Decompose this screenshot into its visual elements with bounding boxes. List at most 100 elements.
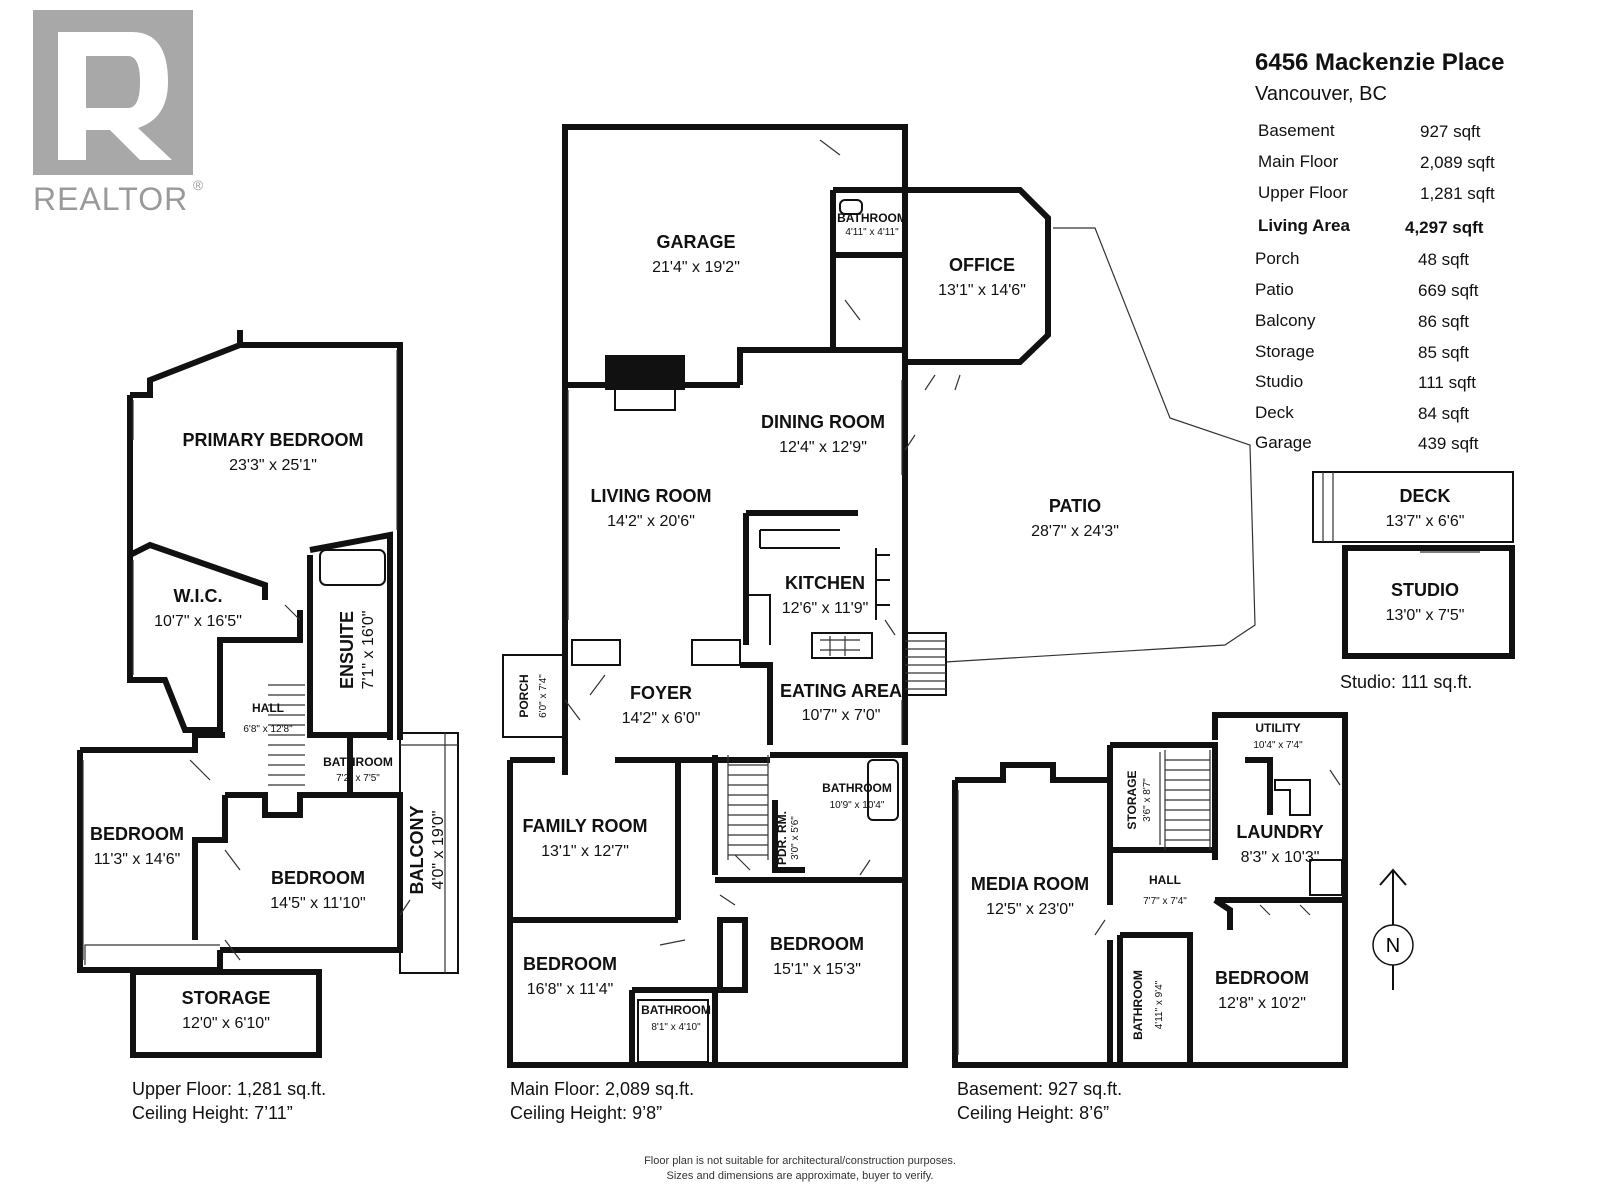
summary-value: 48 sqft	[1418, 250, 1469, 269]
summary-label: Garage	[1255, 433, 1312, 452]
compass-circle	[1372, 924, 1414, 966]
room-dimension: 12'8" x 10'2"	[1218, 995, 1306, 1012]
room-name: DINING ROOM	[761, 412, 885, 432]
room-name: BALCONY	[407, 806, 427, 895]
room-dimension: 14'2" x 6'0"	[622, 710, 701, 727]
room-dimension: 6'0" x 7'4"	[538, 674, 549, 718]
room-dimension: 7'2" x 7'5"	[336, 773, 380, 784]
room-dimension: 23'3" x 25'1"	[229, 457, 317, 474]
summary-value: 439 sqft	[1418, 434, 1479, 453]
room-dimension: 10'7" x 7'0"	[802, 707, 881, 724]
room-name: STORAGE	[1125, 770, 1139, 829]
room-name: BATHROOM	[641, 1003, 711, 1017]
summary-value: 669 sqft	[1418, 281, 1479, 300]
main-floor-ceiling-caption: Ceiling Height: 9’8”	[510, 1103, 662, 1123]
room-dimension: 13'1" x 14'6"	[938, 282, 1026, 299]
room-dimension: 13'0" x 7'5"	[1386, 607, 1465, 624]
summary-value: 85 sqft	[1418, 343, 1469, 362]
disclaimer-line-1: Floor plan is not suitable for architect…	[644, 1155, 956, 1167]
upper-floor-plan: PRIMARY BEDROOM 23'3" x 25'1" W.I.C. 10'…	[77, 330, 459, 1123]
upper-floor-ceiling-caption: Ceiling Height: 7’11”	[132, 1103, 293, 1123]
room-name: FAMILY ROOM	[522, 816, 647, 836]
realtor-logo: REALTOR ®	[33, 10, 204, 217]
room-dimension: 15'1" x 15'3"	[773, 961, 861, 978]
summary-value: 86 sqft	[1418, 312, 1469, 331]
room-name: BEDROOM	[1215, 968, 1309, 988]
summary-value: 4,297 sqft	[1405, 218, 1484, 237]
summary-label: Basement	[1258, 121, 1335, 140]
basement-plan: UTILITY 10'4" x 7'4" STORAGE 3'6" x 8'7"…	[952, 712, 1348, 1123]
room-dimension: 21'4" x 19'2"	[652, 259, 740, 276]
summary-label: Upper Floor	[1258, 183, 1348, 202]
basement-ceiling-caption: Ceiling Height: 8’6”	[957, 1103, 1109, 1123]
summary-label: Balcony	[1255, 311, 1316, 330]
summary-label: Porch	[1255, 249, 1299, 268]
room-dimension: 8'3" x 10'3"	[1241, 849, 1320, 866]
room-dimension: 4'0" x 19'0"	[430, 811, 447, 890]
summary-label: Deck	[1255, 403, 1294, 422]
room-dimension: 7'7" x 7'4"	[1143, 896, 1187, 907]
room-dimension: 14'5" x 11'10"	[270, 895, 365, 912]
room-name: KITCHEN	[785, 573, 865, 593]
room-dimension: 10'4" x 7'4"	[1253, 740, 1303, 751]
room-name: ENSUITE	[337, 611, 357, 689]
room-name: OFFICE	[949, 255, 1015, 275]
room-name: STORAGE	[182, 988, 271, 1008]
summary-label: Studio	[1255, 372, 1303, 391]
room-name: LAUNDRY	[1236, 822, 1323, 842]
property-address: 6456 Mackenzie Place	[1255, 49, 1505, 76]
room-name: BEDROOM	[523, 954, 617, 974]
room-name: BATHROOM	[323, 755, 393, 769]
summary-label: Patio	[1255, 280, 1294, 299]
room-name: FOYER	[630, 683, 692, 703]
room-name: HALL	[252, 701, 284, 715]
summary-value: 2,089 sqft	[1420, 153, 1495, 172]
room-dimension: 8'1" x 4'10"	[651, 1022, 701, 1033]
north-compass: N	[1372, 868, 1414, 990]
room-dimension: 4'11" x 4'11"	[845, 227, 899, 238]
room-name: DECK	[1399, 486, 1450, 506]
room-name: BEDROOM	[90, 824, 184, 844]
room-name: GARAGE	[656, 232, 735, 252]
room-name: HALL	[1149, 873, 1181, 887]
room-name: PRIMARY BEDROOM	[182, 430, 363, 450]
room-name: PATIO	[1049, 496, 1101, 516]
room-dimension: 3'0" x 5'6"	[790, 816, 801, 860]
main-floor-area-caption: Main Floor: 2,089 sq.ft.	[510, 1079, 694, 1099]
summary-label: Main Floor	[1258, 152, 1339, 171]
room-dimension: 7'1" x 16'0"	[360, 611, 377, 690]
room-name: LIVING ROOM	[591, 486, 712, 506]
summary-value: 1,281 sqft	[1420, 184, 1495, 203]
summary-label: Storage	[1255, 342, 1315, 361]
basement-area-caption: Basement: 927 sq.ft.	[957, 1079, 1122, 1099]
room-dimension: 6'8" x 12'8"	[243, 724, 293, 735]
room-dimension: 12'4" x 12'9"	[779, 439, 867, 456]
room-dimension: 12'0" x 6'10"	[182, 1015, 270, 1032]
room-dimension: 14'2" x 20'6"	[607, 513, 695, 530]
studio-outbuilding: DECK 13'7" x 6'6" STUDIO 13'0" x 7'5" St…	[1312, 471, 1515, 692]
upper-floor-area-caption: Upper Floor: 1,281 sq.ft.	[132, 1079, 326, 1099]
room-dimension: 4'11" x 9'4"	[1154, 980, 1165, 1029]
room-name: BEDROOM	[770, 934, 864, 954]
room-name: W.I.C.	[174, 586, 223, 606]
room-name: UTILITY	[1255, 721, 1300, 735]
room-dimension: 10'7" x 16'5"	[154, 613, 242, 630]
room-name: BATHROOM	[822, 781, 892, 795]
room-name: BATHROOM	[1131, 970, 1145, 1040]
summary-label: Living Area	[1258, 216, 1350, 235]
room-dimension: 11'3" x 14'6"	[94, 851, 181, 868]
room-name: BEDROOM	[271, 868, 365, 888]
studio-area-caption: Studio: 111 sq.ft.	[1340, 672, 1472, 692]
area-summary-table: Basement 927 sqft Main Floor 2,089 sqft …	[1255, 121, 1495, 453]
room-name: STUDIO	[1391, 580, 1459, 600]
room-dimension: 13'1" x 12'7"	[541, 843, 629, 860]
summary-value: 927 sqft	[1420, 122, 1481, 141]
room-dimension: 16'8" x 11'4"	[527, 981, 614, 998]
property-city: Vancouver, BC	[1255, 83, 1387, 105]
room-name: MEDIA ROOM	[971, 874, 1089, 894]
main-floor-plan: GARAGE 21'4" x 19'2" BATHROOM 4'11" x 4'…	[502, 124, 1256, 1123]
room-dimension: 10'9" x 10'4"	[830, 800, 885, 811]
compass-north-label: N	[1386, 935, 1400, 957]
summary-value: 111 sqft	[1418, 373, 1476, 392]
